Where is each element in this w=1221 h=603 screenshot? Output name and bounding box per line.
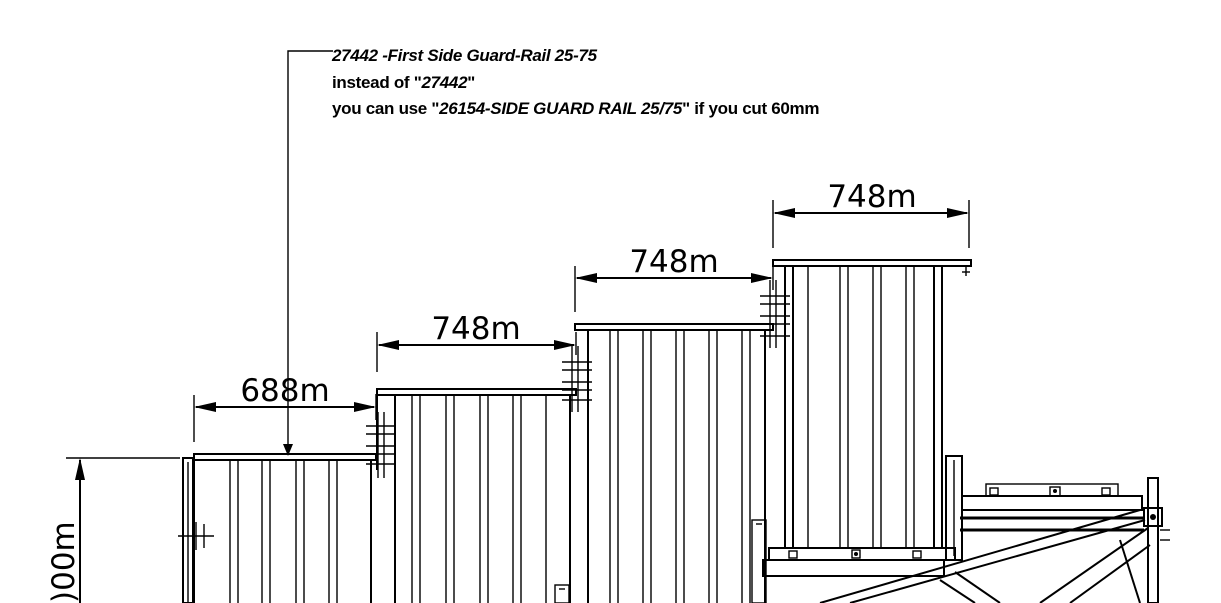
dimension-step3: 748m (574, 244, 774, 312)
annotation-line-part-number: 27442 -First Side Guard-Rail 25-75 (332, 46, 597, 65)
dimension-step1: 688m (193, 373, 377, 442)
guardrail-panel-step4 (762, 259, 972, 603)
annotation-line-alternative: you can use "26154-SIDE GUARD RAIL 25/75… (332, 99, 819, 119)
annotation-line-instead-of: instead of "27442" (332, 73, 475, 93)
dimension-label-step1: 688m (240, 373, 329, 409)
annotation-part-code: 27442 (421, 73, 468, 92)
dimension-label-step3: 748m (629, 244, 718, 280)
guardrail-panel-step1 (178, 453, 377, 603)
dimension-step4: 748m (772, 179, 970, 248)
annotation-text: " (467, 73, 476, 92)
platform-frame (819, 477, 1170, 603)
dimension-label-step2: 748m (431, 311, 520, 347)
annotation-text: " if you cut 60mm (682, 99, 820, 118)
annotation-text: you can use " (332, 99, 440, 118)
guardrail-panel-step2 (376, 388, 577, 603)
leader-line (283, 50, 333, 456)
dimension-label-height: )00m (46, 521, 82, 603)
annotation-part-code: 26154-SIDE GUARD RAIL 25/75 (439, 99, 683, 118)
guardrail-panel-step3 (574, 323, 774, 603)
dimension-step2: 748m (376, 311, 577, 372)
annotation-text: instead of " (332, 73, 422, 92)
dimension-label-step4: 748m (827, 179, 916, 215)
dimension-height: )00m (46, 457, 180, 603)
